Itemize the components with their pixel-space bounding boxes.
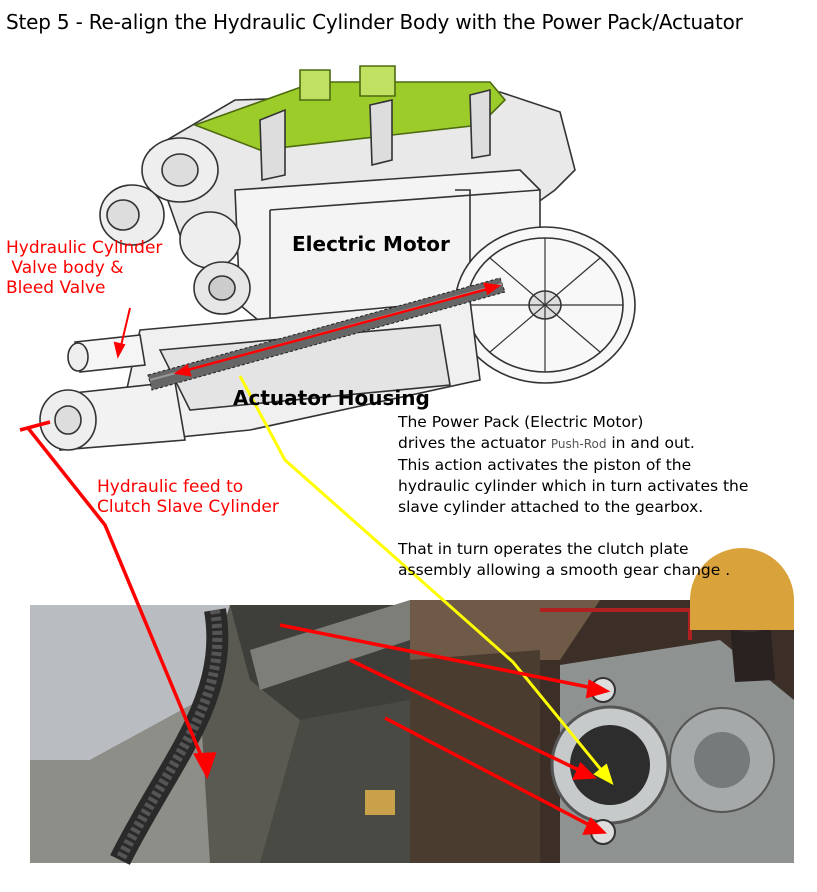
hydraulic-feed-label: Hydraulic feed to Clutch Slave Cylinder bbox=[97, 477, 279, 517]
photo-arrows bbox=[279, 623, 611, 835]
description-line: drives the actuator Push-Rod in and out. bbox=[398, 434, 695, 452]
description-text: The Power Pack (Electric Motor) drives t… bbox=[398, 412, 748, 581]
electric-motor-label: Electric Motor bbox=[292, 232, 450, 256]
hydraulic-feed-line bbox=[19, 420, 217, 780]
description-line: The Power Pack (Electric Motor) bbox=[398, 413, 644, 431]
description-line: slave cylinder attached to the gearbox. bbox=[398, 498, 704, 516]
actuator-housing-label: Actuator Housing bbox=[233, 386, 430, 410]
push-rod-arrow bbox=[173, 282, 502, 377]
page-title: Step 5 - Re-align the Hydraulic Cylinder… bbox=[6, 10, 743, 34]
push-rod-term: Push-Rod bbox=[550, 437, 607, 451]
description-line: hydraulic cylinder which in turn activat… bbox=[398, 477, 749, 495]
yellow-pushrod-line bbox=[238, 375, 614, 786]
description-line: This action activates the piston of the bbox=[398, 456, 692, 474]
valve-body-label: Hydraulic Cylinder Valve body & Bleed Va… bbox=[6, 238, 163, 298]
description-line: That in turn operates the clutch plate bbox=[398, 540, 689, 558]
push-rod-bar bbox=[147, 277, 506, 391]
photo-right-actuator bbox=[410, 548, 794, 863]
bleed-valve-arrow bbox=[113, 307, 131, 359]
description-line: assembly allowing a smooth gear change . bbox=[398, 561, 731, 579]
photo-left-gearbox bbox=[30, 600, 410, 865]
